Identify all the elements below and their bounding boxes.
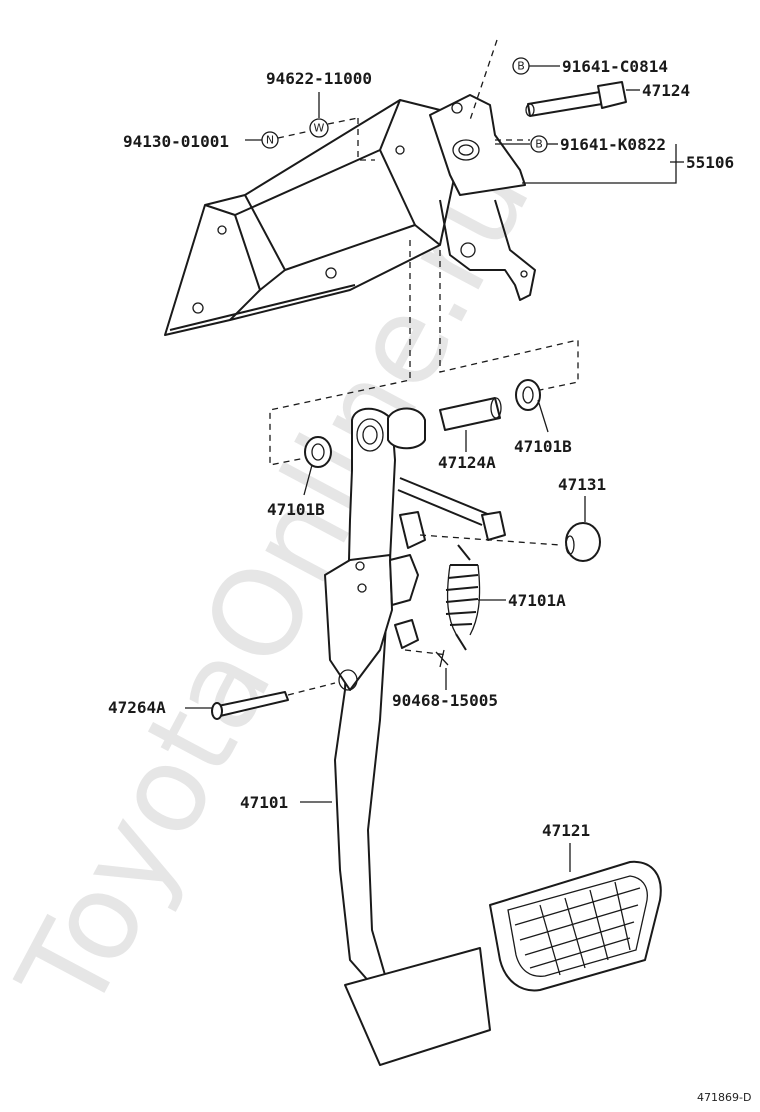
pedal-pad-47121-shape [489, 860, 662, 992]
bushing-left-shape [304, 436, 332, 468]
stopper-47131-shape [565, 522, 601, 562]
spring-47101a-shape [445, 544, 481, 651]
label-90468-15005: 90468-15005 [392, 691, 498, 710]
pedal-pad-base-shape [344, 947, 491, 1066]
label-91641-k0822: 91641-K0822 [560, 135, 666, 154]
marker-n [261, 131, 279, 149]
bushing-right-shape [515, 379, 541, 411]
label-94622-11000: 94622-11000 [266, 69, 372, 88]
label-47131: 47131 [558, 475, 606, 494]
marker-w-letter: W [314, 122, 325, 135]
label-47121: 47121 [542, 821, 590, 840]
label-47264a: 47264A [108, 698, 166, 717]
marker-b-bottom-letter: B [535, 138, 543, 151]
diagram-code: 471869-D [697, 1091, 751, 1104]
clevis-pin-47264a-shape [211, 691, 289, 720]
marker-w [309, 118, 329, 138]
label-94130-01001: 94130-01001 [123, 132, 229, 151]
marker-n-letter: N [266, 134, 274, 147]
label-47101: 47101 [240, 793, 288, 812]
clip-90468-shape [435, 649, 449, 668]
bracket-55106-shape [164, 94, 536, 336]
collar-47124a-shape [439, 397, 502, 431]
label-91641-c0814: 91641-C0814 [562, 57, 668, 76]
label-47101b-left: 47101B [267, 500, 325, 519]
label-47124: 47124 [642, 81, 690, 100]
bolt-47124-shape [525, 81, 627, 117]
marker-b-top-letter: B [517, 60, 525, 73]
label-55106: 55106 [686, 153, 734, 172]
pedal-arm-47101-shape [324, 407, 506, 986]
label-47101a: 47101A [508, 591, 566, 610]
label-47124a: 47124A [438, 453, 496, 472]
label-47101b-right: 47101B [514, 437, 572, 456]
